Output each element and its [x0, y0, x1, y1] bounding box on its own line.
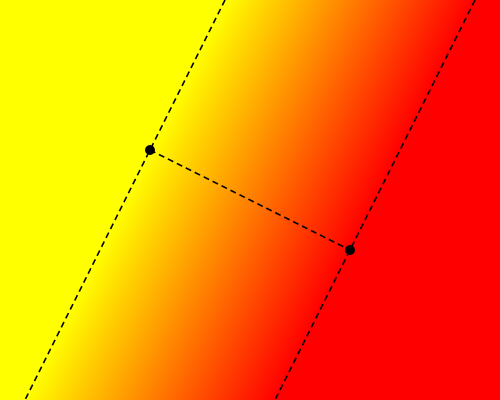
end-boundary-line [274, 0, 476, 400]
gradient-axis-line [149, 149, 351, 251]
gradient-end-point[interactable] [345, 245, 355, 255]
start-boundary-line [24, 0, 226, 400]
gradient-start-point[interactable] [145, 145, 155, 155]
